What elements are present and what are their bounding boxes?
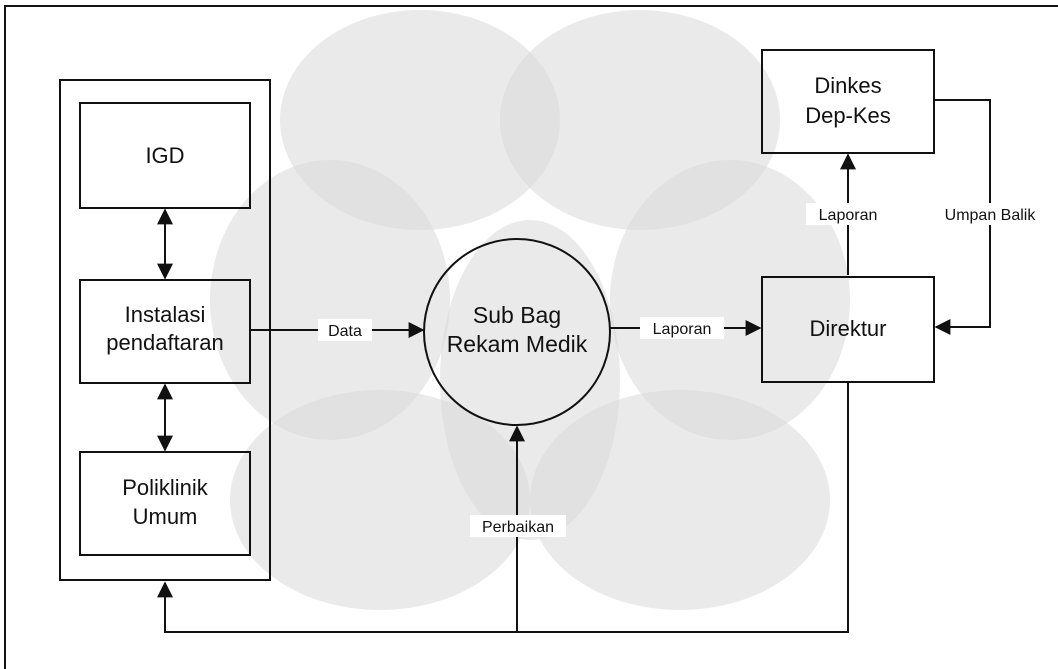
data-flow-label-bg [318, 319, 372, 341]
direktur-label: Direktur [809, 316, 886, 341]
data-flow-label: Data [328, 323, 362, 340]
laporan-to-direktur-label-bg [640, 317, 724, 339]
instalasi-pendaftaran-box [79, 279, 251, 384]
poliklinik-label-line1: Poliklinik [122, 475, 209, 500]
perbaikan-label-bg [470, 515, 566, 537]
perbaikan-label: Perbaikan [482, 519, 554, 536]
laporan-to-dinkes-label-bg [806, 203, 890, 225]
umpan-balik-label: Umpan Balik [945, 207, 1037, 224]
igd-label: IGD [145, 143, 184, 168]
poliklinik-umum-box [79, 451, 251, 556]
outer-frame [4, 5, 1058, 669]
instalasi-label-line2: pendaftaran [106, 330, 223, 355]
rekam-medik-label-line2: Rekam Medik [447, 331, 588, 357]
igd-box [79, 102, 251, 209]
laporan-to-direktur-label: Laporan [653, 321, 712, 338]
dinkes-depkes-box [761, 49, 935, 154]
dinkes-label-line1: Dinkes [814, 73, 881, 98]
rekam-medik-label-line1: Sub Bag [473, 302, 561, 328]
dinkes-label-line2: Dep-Kes [805, 103, 891, 128]
perbaikan-feedback-line [157, 382, 849, 633]
laporan-to-dinkes-label: Laporan [819, 207, 878, 224]
umpan-balik-label-bg [930, 203, 1052, 225]
poliklinik-label-line2: Umum [133, 504, 198, 529]
instalasi-label-line1: Instalasi [125, 302, 206, 327]
